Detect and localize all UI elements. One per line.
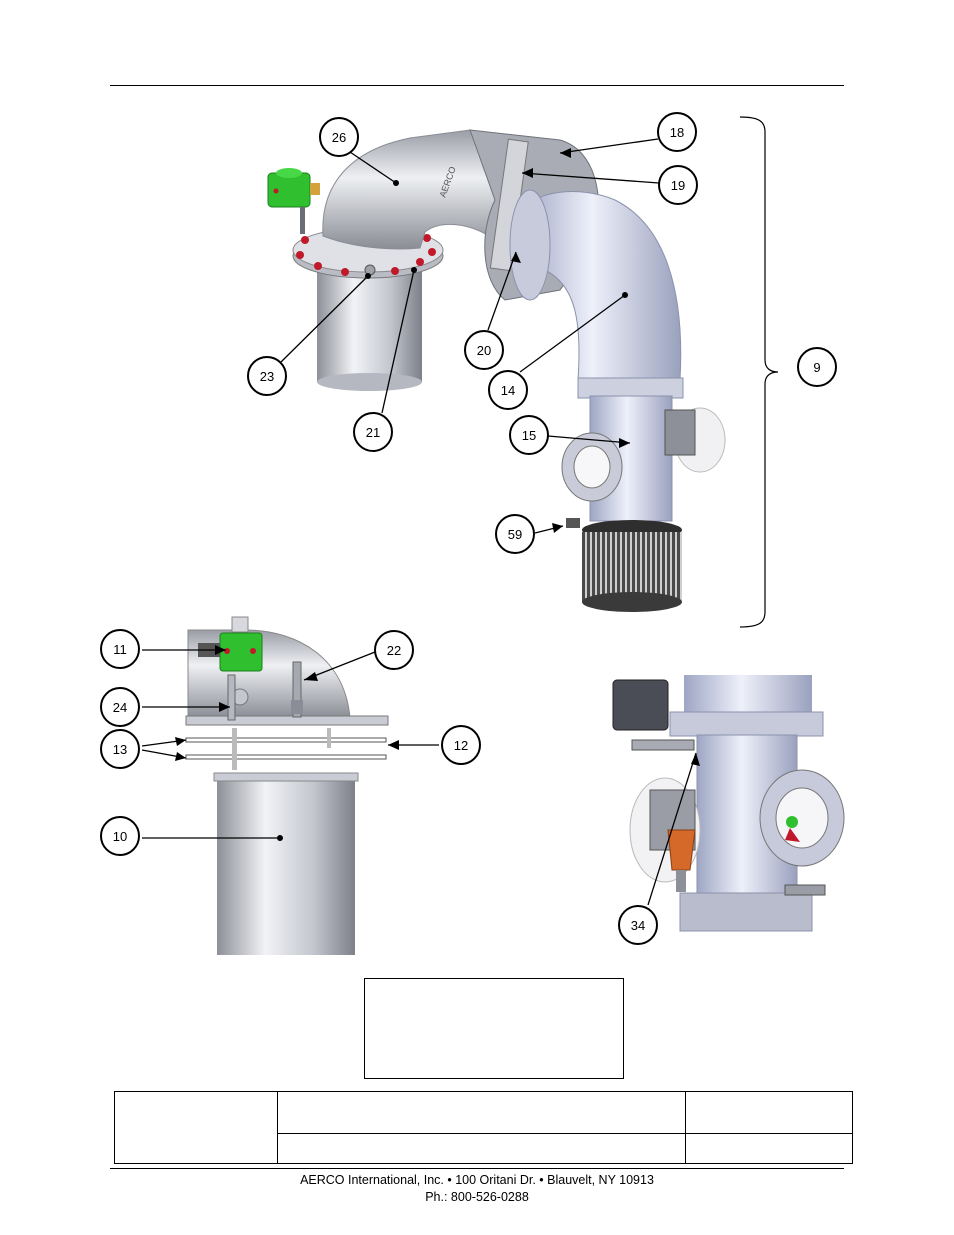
revision-cell-mid-bottom (277, 1133, 686, 1164)
svg-text:34: 34 (631, 918, 645, 933)
svg-text:19: 19 (671, 178, 685, 193)
leader-lines (141, 138, 697, 906)
callout-34: 34 (618, 905, 658, 945)
callouts: 26 18 19 20 14 9 23 21 (100, 112, 837, 945)
igniter-22 (291, 661, 303, 718)
svg-text:10: 10 (113, 829, 127, 844)
footer-rule (110, 1168, 844, 1169)
svg-text:22: 22 (387, 643, 401, 658)
callout-22: 22 (374, 630, 414, 670)
sensor-59 (566, 518, 580, 528)
callout-14: 14 (488, 370, 528, 410)
callout-23: 23 (247, 356, 287, 396)
svg-text:14: 14 (501, 383, 515, 398)
svg-text:12: 12 (454, 738, 468, 753)
gas-valve-top (267, 168, 320, 234)
burner-cylinder-top (317, 262, 422, 391)
callout-18: 18 (657, 112, 697, 152)
svg-text:59: 59 (508, 527, 522, 542)
air-filter (582, 520, 682, 612)
callout-15: 15 (509, 415, 549, 455)
svg-text:18: 18 (670, 125, 684, 140)
callout-20: 20 (464, 330, 504, 370)
footer-phone: Ph.: 800-526-0288 (425, 1190, 529, 1204)
callout-59: 59 (495, 514, 535, 554)
caption-box (364, 978, 624, 1079)
callout-26: 26 (319, 117, 359, 157)
elbow-side-view (185, 616, 389, 726)
gaskets-12-13 (185, 728, 387, 770)
svg-text:11: 11 (113, 642, 127, 657)
elbow-flange-14 (509, 189, 551, 301)
svg-text:15: 15 (522, 428, 536, 443)
flame-rod-24 (227, 674, 236, 721)
footer-address: AERCO International, Inc. • 100 Oritani … (300, 1173, 654, 1187)
svg-text:24: 24 (113, 700, 127, 715)
air-inlet-15 (561, 377, 726, 522)
revision-cell-right-bottom (685, 1133, 853, 1164)
revision-cell-mid-top (277, 1091, 686, 1134)
air-inlet-detail (612, 675, 845, 932)
revision-cell-left (114, 1091, 278, 1164)
revision-cell-right-top (685, 1091, 853, 1134)
callout-21: 21 (353, 412, 393, 452)
elbow-duct-26 (322, 129, 511, 250)
svg-text:21: 21 (366, 425, 380, 440)
callout-19: 19 (658, 165, 698, 205)
callout-12: 12 (441, 725, 481, 765)
callout-13: 13 (100, 729, 140, 769)
assembly-bracket-9 (739, 116, 779, 628)
burner-cylinder-10 (213, 772, 359, 955)
svg-text:9: 9 (813, 360, 820, 375)
callout-11: 11 (100, 629, 140, 669)
revision-table (114, 1091, 853, 1164)
callout-24: 24 (100, 687, 140, 727)
callout-9: 9 (797, 347, 837, 387)
elbow-pipe-14 (519, 191, 682, 381)
svg-text:13: 13 (113, 742, 127, 757)
header-rule (110, 85, 844, 86)
callout-10: 10 (100, 816, 140, 856)
svg-text:20: 20 (477, 343, 491, 358)
svg-text:26: 26 (332, 130, 346, 145)
leader-arrowheads (175, 148, 700, 841)
svg-text:23: 23 (260, 369, 274, 384)
